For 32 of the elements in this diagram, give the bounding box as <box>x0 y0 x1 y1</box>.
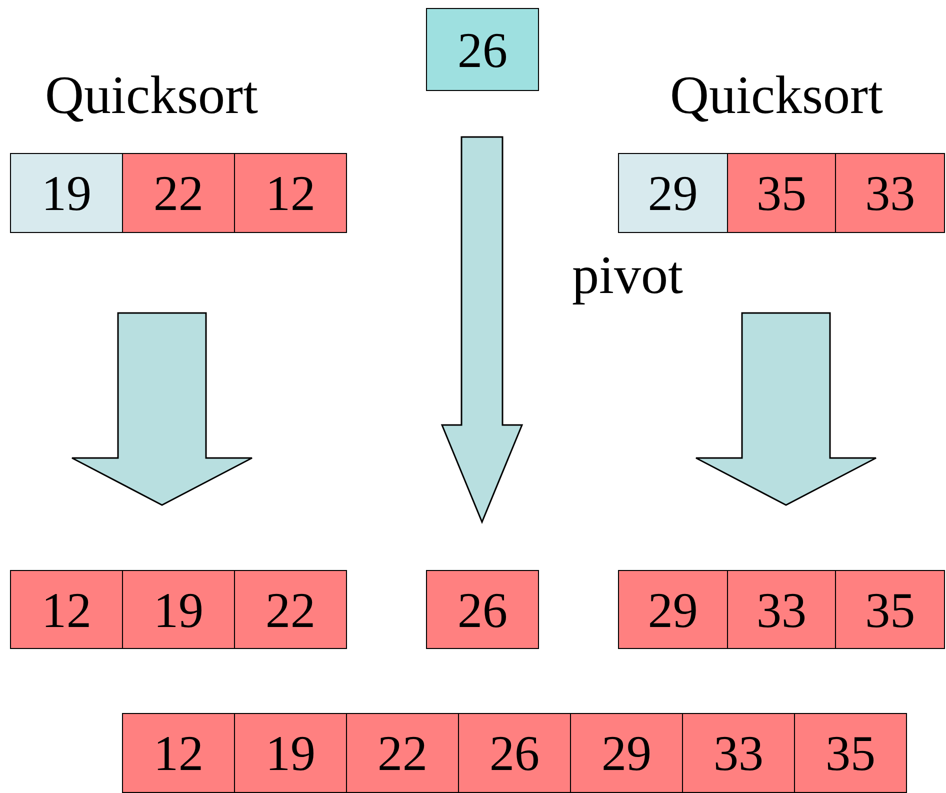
number-cell: 33 <box>835 154 944 232</box>
number-cell: 19 <box>11 154 122 232</box>
number-cell: 12 <box>11 571 122 648</box>
number-cell: 12 <box>123 714 234 792</box>
number-array <box>618 570 945 649</box>
number-cell: 22 <box>122 154 234 232</box>
number-cell: 19 <box>122 571 234 648</box>
pivot-label: pivot <box>572 248 684 302</box>
number-cell: 19 <box>234 714 346 792</box>
number-cell: 29 <box>619 154 727 232</box>
step-label: Quicksort <box>45 68 258 122</box>
number-cell: 33 <box>726 571 836 648</box>
number-array <box>10 153 347 233</box>
pivot-cell: 26 <box>426 8 539 91</box>
number-array <box>10 570 347 649</box>
number-cell: 22 <box>346 714 458 792</box>
number-cell: 26 <box>458 714 570 792</box>
number-cell: 33 <box>682 714 794 792</box>
number-cell: 35 <box>794 714 906 792</box>
number-cell: 29 <box>570 714 682 792</box>
block-arrow <box>71 312 253 506</box>
step-label: Quicksort <box>670 68 883 122</box>
block-arrow <box>695 312 877 506</box>
number-cell: 35 <box>835 571 944 648</box>
number-array <box>122 713 907 793</box>
number-cell: 26 <box>426 570 539 649</box>
number-cell: 22 <box>234 571 346 648</box>
number-cell: 35 <box>726 154 836 232</box>
block-arrow <box>440 136 524 524</box>
number-cell: 12 <box>234 154 346 232</box>
number-array <box>618 153 945 233</box>
number-cell: 29 <box>619 571 727 648</box>
